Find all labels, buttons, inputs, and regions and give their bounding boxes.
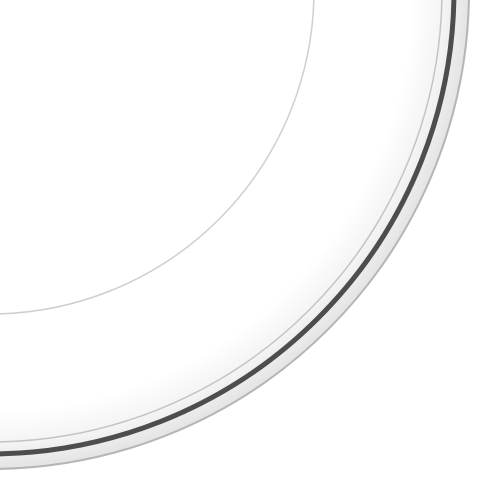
- dial-face: [0, 0, 315, 315]
